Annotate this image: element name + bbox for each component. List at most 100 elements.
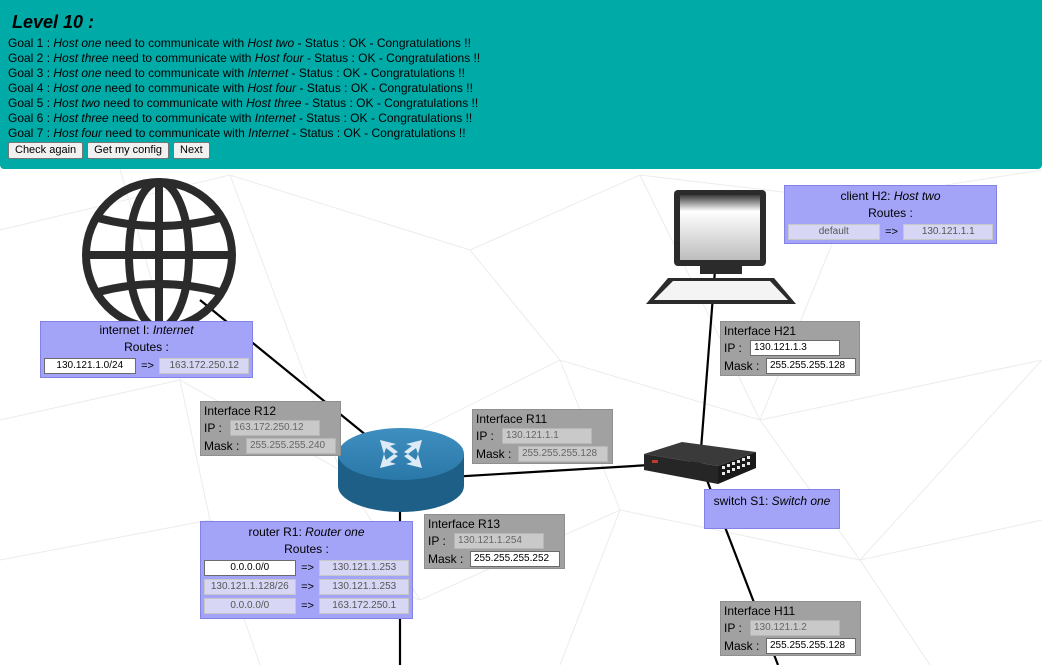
interface-r12-panel: Interface R12 IP : 163.172.250.12 Mask :…: [200, 401, 341, 456]
goal-mid-text: need to communicate with: [100, 96, 247, 110]
goal-mid-text: need to communicate with: [101, 36, 248, 50]
interface-h11-panel: Interface H11 IP : 130.121.1.2 Mask : 25…: [720, 601, 861, 656]
goal-host-a: Host three: [53, 111, 109, 125]
interface-h11-mask-row: Mask : 255.255.255.128: [724, 637, 857, 655]
goal-host-a: Host one: [53, 36, 102, 50]
goal-host-a: Host four: [53, 126, 103, 140]
goal-line: Goal 4 : Host one need to communicate wi…: [8, 81, 1034, 96]
route-arrow: =>: [301, 580, 314, 593]
mask-label: Mask :: [428, 552, 464, 566]
interface-r12-ip-input[interactable]: 163.172.250.12: [230, 420, 320, 436]
ip-label: IP :: [724, 341, 742, 355]
goal-status: - Status : OK - Congratulations !!: [294, 36, 471, 50]
next-button[interactable]: Next: [173, 142, 210, 159]
interface-r13-mask-input[interactable]: 255.255.255.252: [470, 551, 560, 567]
switch-s1-panel: switch S1: Switch one: [704, 489, 840, 529]
router-r1-label: router R1:: [248, 525, 306, 539]
client-h2-panel: client H2: Host two Routes : default => …: [784, 185, 997, 244]
goal-status: - Status : OK - Congratulations !!: [303, 51, 481, 65]
interface-r12-title: Interface R12: [204, 404, 277, 418]
goal-host-b: Host four: [247, 81, 297, 95]
goal-status: - Status : OK - Congratulations !!: [295, 111, 473, 125]
switch-s1-title: switch S1: Switch one: [705, 493, 839, 510]
interface-r11-ip-row: IP : 130.121.1.1: [476, 427, 609, 445]
goal-mid-text: need to communicate with: [102, 126, 249, 140]
client-h2-route-gateway-input[interactable]: 130.121.1.1: [903, 223, 993, 240]
internet-node-label: internet I:: [99, 323, 153, 337]
interface-r12-mask-row: Mask : 255.255.255.240: [204, 437, 337, 455]
route-arrow: =>: [885, 225, 898, 238]
client-h2-title: client H2: Host two: [785, 188, 996, 205]
interface-h11-ip-row: IP : 130.121.1.2: [724, 619, 857, 637]
goal-host-b: Internet: [247, 66, 289, 80]
router-icon[interactable]: [334, 424, 468, 516]
goal-line: Goal 5 : Host two need to communicate wi…: [8, 96, 1034, 111]
router-r1-route-2-gateway-input[interactable]: 130.121.1.253: [319, 578, 409, 595]
goal-line: Goal 7 : Host four need to communicate w…: [8, 126, 1034, 141]
interface-r13-ip-row: IP : 130.121.1.254: [428, 532, 561, 550]
interface-r13-mask-row: Mask : 255.255.255.252: [428, 550, 561, 568]
internet-node-title: internet I: Internet: [41, 322, 252, 339]
goal-mid-text: need to communicate with: [108, 111, 255, 125]
interface-r12-ip-row: IP : 163.172.250.12: [204, 419, 337, 437]
internet-route-dest-input[interactable]: 130.121.1.0/24: [44, 357, 136, 374]
goal-line: Goal 6 : Host three need to communicate …: [8, 111, 1034, 126]
router-r1-route-1-dest-input[interactable]: 0.0.0.0/0: [204, 559, 296, 576]
goals-list: Goal 1 : Host one need to communicate wi…: [8, 36, 1034, 141]
router-r1-route-row: 0.0.0.0/0 => 163.172.250.1: [201, 596, 412, 615]
interface-h11-ip-input[interactable]: 130.121.1.2: [750, 620, 840, 636]
router-r1-route-2-dest-input[interactable]: 130.121.1.128/26: [204, 578, 296, 595]
interface-r13-ip-input[interactable]: 130.121.1.254: [454, 533, 544, 549]
goal-host-b: Internet: [254, 111, 296, 125]
interface-r11-ip-input[interactable]: 130.121.1.1: [502, 428, 592, 444]
goal-prefix: Goal 1 :: [8, 36, 54, 50]
laptop-icon[interactable]: [640, 186, 802, 308]
client-h2-route-row: default => 130.121.1.1: [785, 222, 996, 241]
mask-label: Mask :: [724, 359, 760, 373]
goal-host-a: Host one: [53, 66, 102, 80]
goal-prefix: Goal 4 :: [8, 81, 54, 95]
goal-prefix: Goal 6 :: [8, 111, 54, 125]
header-buttons: Check again Get my config Next: [8, 142, 1034, 159]
goal-mid-text: need to communicate with: [108, 51, 255, 65]
goal-host-a: Host three: [53, 51, 109, 65]
check-again-button[interactable]: Check again: [8, 142, 84, 159]
interface-h21-mask-input[interactable]: 255.255.255.128: [766, 358, 856, 374]
goal-line: Goal 3 : Host one need to communicate wi…: [8, 66, 1034, 81]
router-r1-panel: router R1: Router one Routes : 0.0.0.0/0…: [200, 521, 413, 619]
interface-r12-mask-input[interactable]: 255.255.255.240: [246, 438, 336, 454]
interface-r13-panel: Interface R13 IP : 130.121.1.254 Mask : …: [424, 514, 565, 569]
globe-icon[interactable]: [80, 176, 238, 334]
router-r1-route-1-gateway-input[interactable]: 130.121.1.253: [319, 559, 409, 576]
internet-route-gateway-input[interactable]: 163.172.250.12: [159, 357, 249, 374]
mask-label: Mask :: [204, 439, 240, 453]
goal-host-a: Host two: [53, 96, 101, 110]
ip-label: IP :: [476, 429, 494, 443]
client-h2-route-dest-input[interactable]: default: [788, 223, 880, 240]
interface-h21-panel: Interface H21 IP : 130.121.1.3 Mask : 25…: [720, 321, 860, 376]
route-arrow: =>: [141, 359, 154, 372]
goal-host-b: Host two: [247, 36, 295, 50]
goal-line: Goal 2 : Host three need to communicate …: [8, 51, 1034, 66]
goal-prefix: Goal 2 :: [8, 51, 54, 65]
interface-h11-mask-input[interactable]: 255.255.255.128: [766, 638, 856, 654]
router-r1-route-3-gateway-input[interactable]: 163.172.250.1: [319, 597, 409, 614]
goal-host-b: Host four: [254, 51, 304, 65]
router-r1-route-row: 130.121.1.128/26 => 130.121.1.253: [201, 577, 412, 596]
router-r1-route-row: 0.0.0.0/0 => 130.121.1.253: [201, 558, 412, 577]
switch-icon[interactable]: [642, 440, 758, 486]
interface-h21-mask-row: Mask : 255.255.255.128: [724, 357, 856, 375]
goal-prefix: Goal 7 :: [8, 126, 54, 140]
get-my-config-button[interactable]: Get my config: [87, 142, 170, 159]
interface-r11-mask-input[interactable]: 255.255.255.128: [518, 446, 608, 462]
interface-r11-panel: Interface R11 IP : 130.121.1.1 Mask : 25…: [472, 409, 613, 464]
internet-route-row: 130.121.1.0/24 => 163.172.250.12: [41, 356, 252, 375]
switch-s1-name: Switch one: [771, 494, 831, 508]
mask-label: Mask :: [724, 639, 760, 653]
goal-host-b: Host three: [246, 96, 302, 110]
interface-h21-ip-input[interactable]: 130.121.1.3: [750, 340, 840, 356]
router-r1-route-3-dest-input[interactable]: 0.0.0.0/0: [204, 597, 296, 614]
interface-h21-ip-row: IP : 130.121.1.3: [724, 339, 856, 357]
client-h2-name: Host two: [893, 189, 941, 203]
client-h2-routes-label: Routes :: [868, 206, 913, 220]
